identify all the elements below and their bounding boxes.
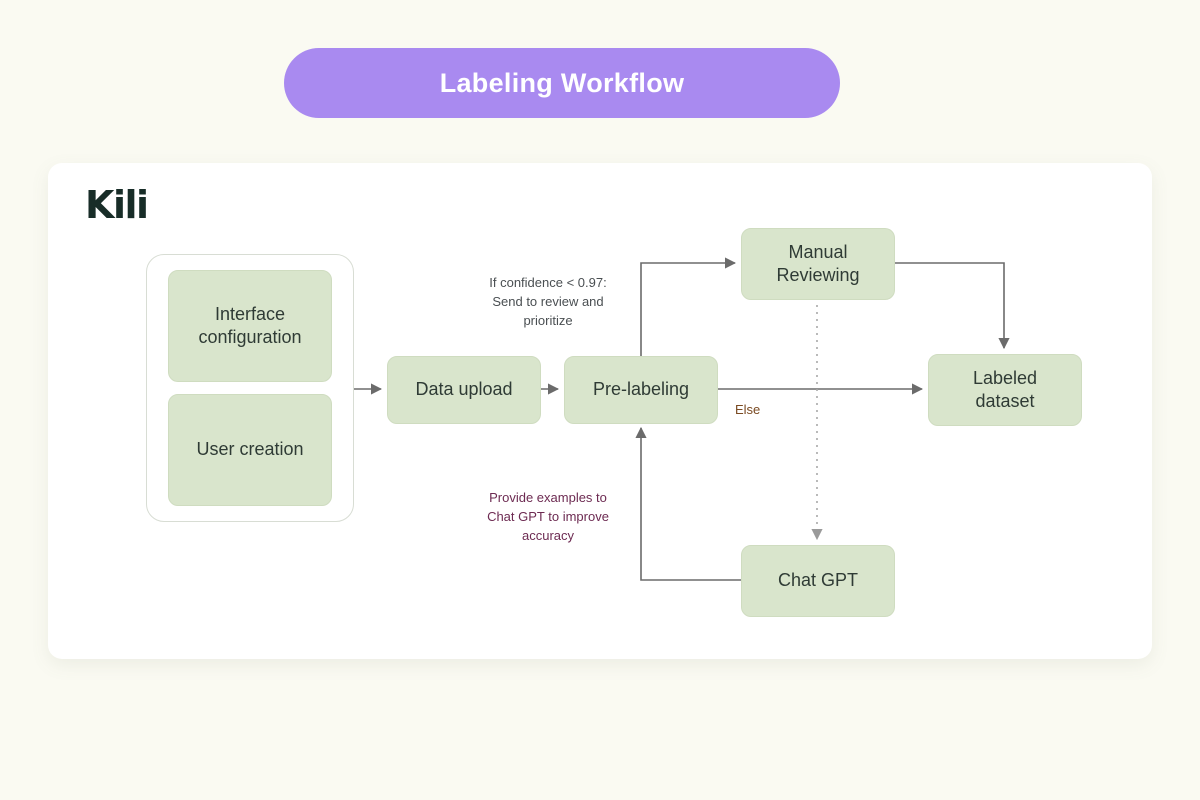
page-title: Labeling Workflow [439, 67, 685, 98]
node-label-line2: dataset [975, 391, 1035, 411]
flow-node-chat-gpt[interactable]: Chat GPT [741, 545, 895, 617]
node-label-line2: configuration [198, 327, 302, 347]
flow-node-pre-labeling[interactable]: Pre-labeling [564, 356, 718, 424]
node-label-line1: Chat GPT [777, 570, 859, 591]
flow-node-interface-configuration[interactable]: Interface configuration [168, 270, 332, 382]
node-label-line1: Manual [788, 241, 848, 262]
edge-label-provide-examples: Provide examples to Chat GPT to improve … [466, 489, 630, 546]
edge-label-line3: accuracy [521, 527, 575, 543]
page-header-pill: Labeling Workflow [284, 48, 840, 118]
flow-node-labeled-dataset[interactable]: Labeled dataset [928, 354, 1082, 426]
node-label-line1: Interface [214, 303, 286, 324]
flow-node-user-creation[interactable]: User creation [168, 394, 332, 506]
flow-node-manual-reviewing[interactable]: Manual Reviewing [741, 228, 895, 300]
edge-label-line1: If confidence < 0.97: [489, 275, 607, 290]
edge-label-line3: prioritize [523, 312, 573, 328]
edge-label-else: Else [735, 402, 761, 417]
edge-label-confidence-threshold: If confidence < 0.97: Send to review and… [466, 274, 630, 331]
node-label-line2: Reviewing [776, 265, 860, 285]
edge-label-line2: Chat GPT to improve [487, 508, 609, 524]
kili-brand-logo: Kili [85, 183, 149, 227]
node-label-line1: Labeled [972, 367, 1038, 388]
edge-label-line2: Send to review and [492, 293, 604, 309]
node-label-line1: User creation [196, 439, 304, 460]
node-label-line1: Data upload [415, 379, 513, 400]
flow-node-data-upload[interactable]: Data upload [387, 356, 541, 424]
edge-label-line1: Provide examples to [489, 490, 607, 505]
node-label-line1: Pre-labeling [592, 379, 690, 400]
